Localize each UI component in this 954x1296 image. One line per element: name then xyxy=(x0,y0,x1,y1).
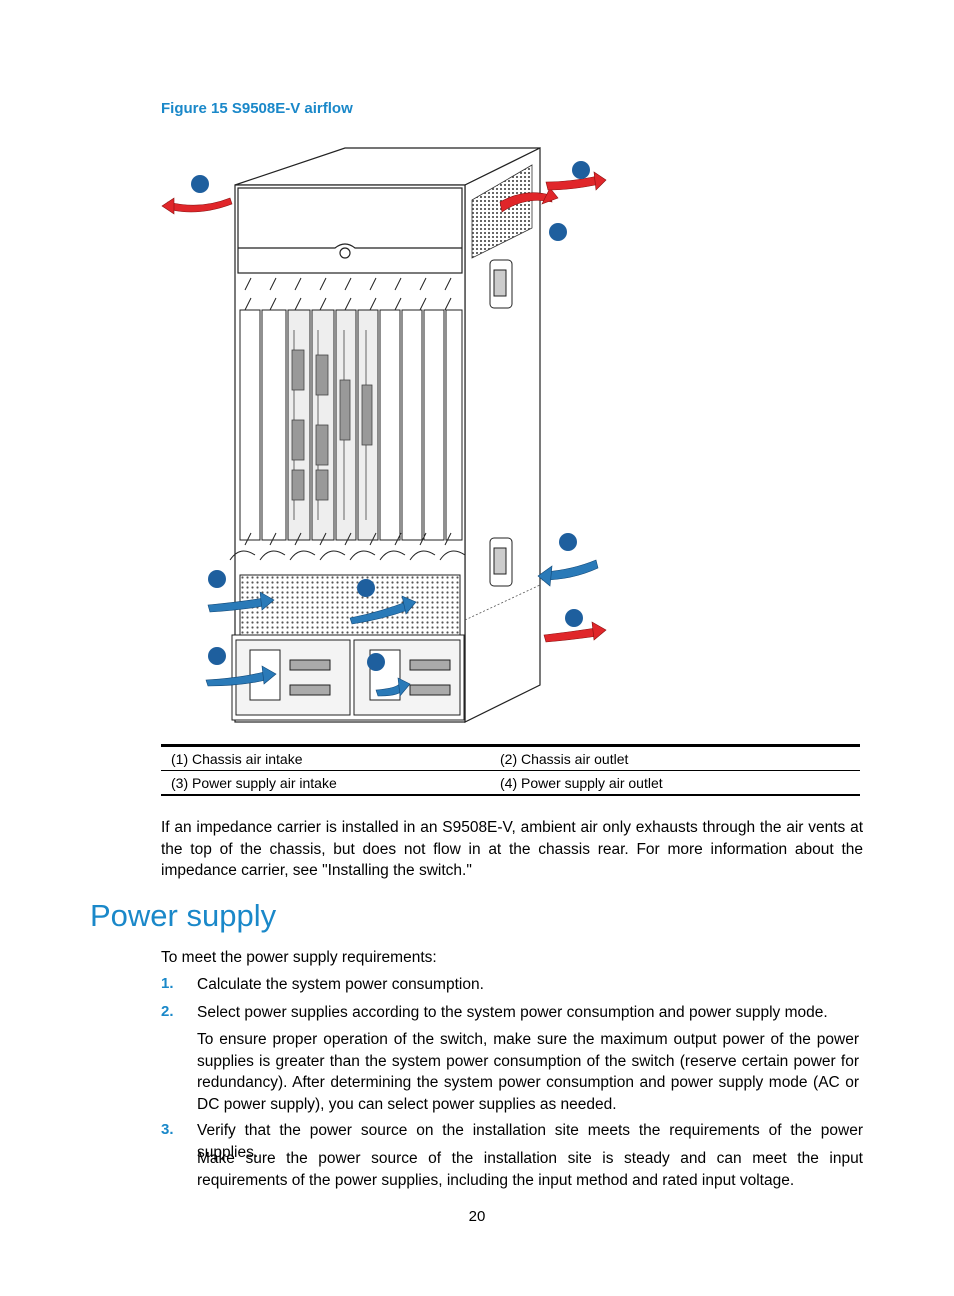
figure-legend: (1) Chassis air intake (2) Chassis air o… xyxy=(161,744,860,796)
intake-arrows xyxy=(205,559,599,697)
section-heading: Power supply xyxy=(90,898,277,933)
card-slots xyxy=(239,309,463,541)
legend-row: (1) Chassis air intake (2) Chassis air o… xyxy=(161,744,860,771)
airflow-diagram xyxy=(160,140,620,730)
page-number: 20 xyxy=(468,1208,486,1225)
step-text: Verify that the power source on the inst… xyxy=(197,1122,863,1161)
step-text: Calculate the system power consumption. xyxy=(197,976,484,993)
step-text: Select power supplies according to the s… xyxy=(197,1004,828,1021)
legend-item: (1) Chassis air intake xyxy=(161,744,494,771)
callout-markers xyxy=(191,161,590,671)
step-detail: Make sure the power source of the instal… xyxy=(197,1150,863,1189)
intro-paragraph: If an impedance carrier is installed in … xyxy=(161,819,863,879)
step-number: 3. xyxy=(161,1121,174,1138)
step-number: 2. xyxy=(161,1003,174,1020)
side-handles xyxy=(489,259,513,587)
step-detail: To ensure proper operation of the switch… xyxy=(197,1031,859,1113)
legend-item: (3) Power supply air intake xyxy=(161,770,494,796)
outlet-arrows xyxy=(161,171,607,643)
legend-row: (3) Power supply air intake (4) Power su… xyxy=(161,770,860,796)
section-lead: To meet the power supply requirements: xyxy=(161,949,437,966)
step-number: 1. xyxy=(161,975,174,992)
figure-caption: Figure 15 S9508E-V airflow xyxy=(161,100,353,117)
legend-item: (4) Power supply air outlet xyxy=(494,770,860,796)
legend-item: (2) Chassis air outlet xyxy=(494,744,860,771)
